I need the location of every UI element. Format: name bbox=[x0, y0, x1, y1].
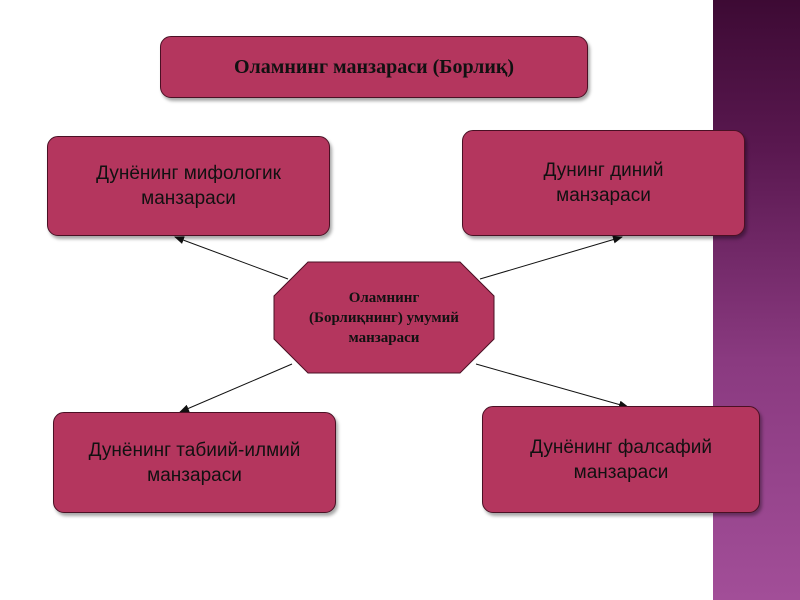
arrow-to-philosophical bbox=[475, 363, 629, 409]
arrow-to-natural-scientific bbox=[179, 363, 293, 413]
node-natural-scientific-line2: манзараси bbox=[147, 464, 242, 486]
node-religious-picture: Дунинг диний манзараси bbox=[462, 130, 745, 236]
node-philosophical-picture: Дунёнинг фалсафий манзараси bbox=[482, 406, 760, 513]
central-node-line3: манзараси bbox=[348, 329, 420, 346]
node-mythological-line1: Дунёнинг мифологик bbox=[96, 163, 281, 184]
diagram-title: Оламнинг манзараси (Борлиқ) bbox=[160, 36, 588, 98]
node-mythological-picture: Дунёнинг мифологик манзараси bbox=[47, 136, 330, 236]
node-mythological-line2: манзараси bbox=[141, 188, 236, 209]
arrow-to-mythological bbox=[174, 236, 289, 280]
central-node: Оламнинг (Борлиқнинг) умумий манзараси bbox=[273, 261, 495, 374]
node-philosophical-line2: манзараси bbox=[573, 461, 669, 483]
central-node-line1: Оламнинг bbox=[348, 289, 420, 306]
node-religious-line2: манзараси bbox=[556, 185, 651, 206]
node-philosophical-line1: Дунёнинг фалсафий bbox=[530, 436, 712, 458]
arrow-to-religious bbox=[479, 235, 623, 280]
node-religious-line1: Дунинг диний bbox=[543, 160, 664, 181]
diagram-title-text: Оламнинг манзараси (Борлиқ) bbox=[233, 55, 515, 78]
central-octagon-shape bbox=[273, 261, 495, 374]
node-natural-scientific-line1: Дунёнинг табиий-илмий bbox=[88, 439, 301, 461]
central-node-line2: (Борлиқнинг) умумий bbox=[309, 309, 459, 326]
node-natural-scientific-picture: Дунёнинг табиий-илмий манзараси bbox=[53, 412, 336, 513]
